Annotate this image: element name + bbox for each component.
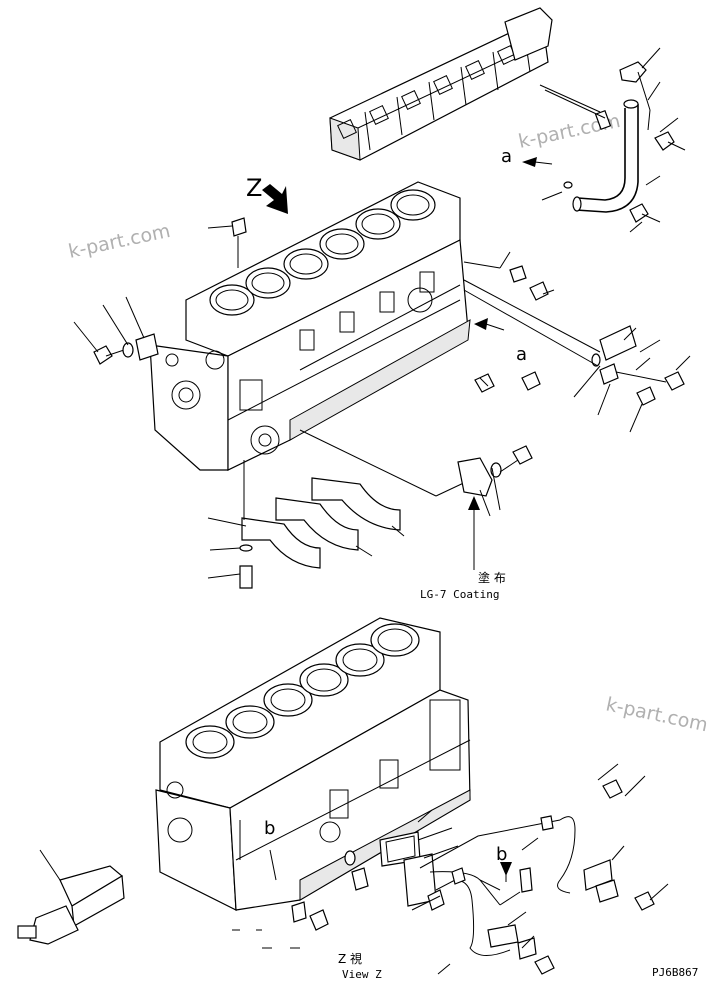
- ref-a-arrow-top: a: [501, 146, 553, 167]
- insertion-tool: [17, 849, 125, 945]
- view-z-caption: Z 視 View Z: [338, 951, 382, 981]
- view-z-letter: Z: [246, 174, 262, 202]
- cap-bolt: [239, 565, 253, 589]
- watermark-bottom-right: k-part.com: [604, 693, 710, 736]
- drawing-code: PJ6B867: [652, 966, 698, 979]
- manifold-bolts: [539, 84, 686, 223]
- washer-icon: [239, 544, 253, 552]
- svg-text:塗 布: 塗 布: [478, 570, 506, 585]
- coating-note: 塗 布 LG-7 Coating: [420, 496, 506, 601]
- svg-text:a: a: [501, 146, 512, 167]
- svg-text:LG-7 Coating: LG-7 Coating: [420, 588, 499, 601]
- cylinder-block-upper: [149, 181, 471, 471]
- svg-text:b: b: [496, 844, 507, 865]
- leader-lines-caps: [207, 517, 405, 579]
- leader-lines-upper-block: [73, 225, 691, 497]
- view-z-arrow: [262, 184, 288, 214]
- svg-text:View Z: View Z: [342, 968, 382, 981]
- watermark-left: k-part.com: [66, 220, 172, 263]
- ref-a-arrow-mid: a: [474, 318, 527, 365]
- cover-plate: [457, 445, 533, 517]
- svg-text:a: a: [516, 344, 527, 365]
- intake-manifold: [329, 7, 553, 161]
- upper-block-fasteners: [93, 217, 685, 406]
- oil-filler-tube: [572, 61, 651, 213]
- leader-lines-top: [541, 47, 679, 233]
- ref-b-markers: b b: [264, 818, 512, 882]
- svg-text:b: b: [264, 818, 275, 839]
- lower-parts: [291, 779, 655, 975]
- svg-text:Z 視: Z 視: [338, 951, 362, 966]
- leader-lines-lower: [232, 763, 669, 975]
- main-bearing-caps: [241, 460, 401, 569]
